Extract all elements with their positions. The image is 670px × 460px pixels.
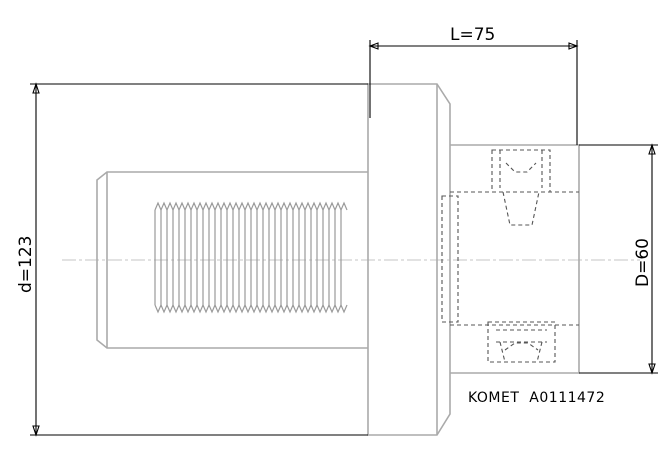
part-body: [96, 83, 580, 436]
dimension-length: [368, 40, 579, 145]
part-number: KOMET A0111472: [468, 390, 605, 406]
length-label: L=75: [450, 25, 495, 45]
dimension-small-diameter: [579, 143, 658, 375]
dimension-large-diameter: [30, 82, 368, 437]
thread-pattern: [154, 201, 348, 314]
small-diameter-label: D=60: [633, 238, 653, 287]
thread-line: [154, 210, 342, 305]
hidden-features: [441, 149, 579, 363]
thread-line: [154, 303, 348, 314]
large-diameter-label: d=123: [16, 236, 36, 293]
thread-line: [154, 201, 348, 212]
